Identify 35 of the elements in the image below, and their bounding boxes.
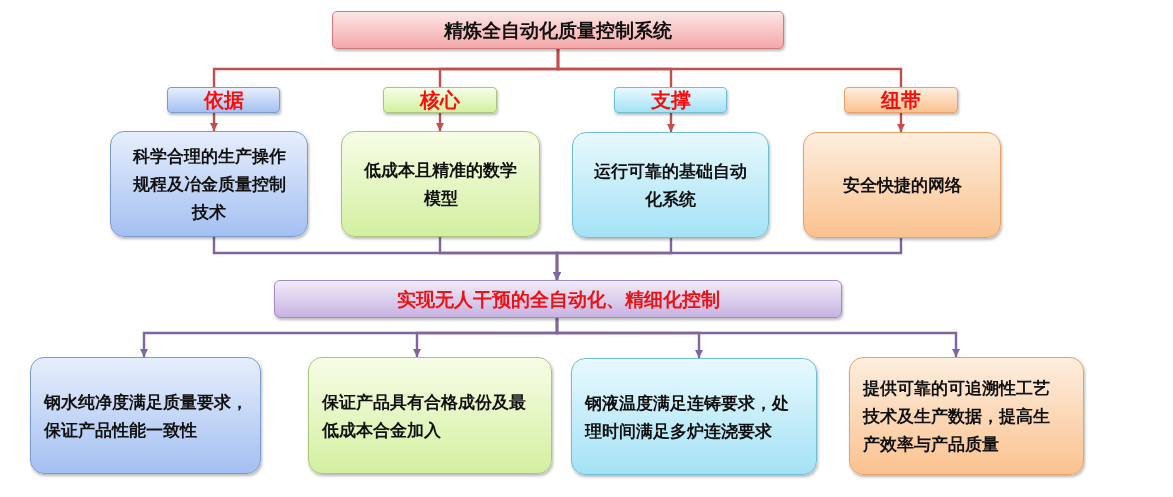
outcome-text: 提供可靠的可追溯性工艺技术及生产数据，提高生产效率与产品质量 [863, 377, 1051, 456]
arrow [210, 113, 218, 131]
description-text: 科学合理的生产操作规程及冶金质量控制技术 [131, 145, 287, 224]
arrow [436, 113, 444, 131]
description-card [341, 131, 540, 237]
arrow [555, 318, 960, 357]
arrow [553, 238, 903, 280]
description-card [110, 131, 308, 237]
description-text: 低成本且精准的数学模型 [363, 159, 518, 210]
title-banner [332, 11, 784, 49]
outcome-card [571, 358, 817, 475]
arrow [897, 113, 905, 132]
category-label: 纽带 [881, 88, 921, 112]
description-text: 运行可靠的基础自动化系统 [593, 160, 748, 211]
outcome-card [308, 357, 552, 474]
outcome-card [30, 357, 261, 474]
category-tab [844, 87, 958, 113]
arrow [667, 113, 675, 132]
category-tab [614, 87, 727, 113]
outcome-text: 钢水纯净度满足质量要求，保证产品性能一致性 [44, 390, 249, 442]
outcome-text: 钢液温度满足连铸要求，处理时间满足多炉连浇要求 [585, 391, 790, 443]
description-text: 安全快捷的网络 [841, 174, 963, 197]
category-label: 核心 [420, 88, 460, 112]
goal-banner [274, 280, 842, 318]
description-card [803, 132, 1001, 238]
category-label: 支撑 [650, 88, 691, 112]
category-label: 依据 [203, 88, 244, 112]
outcome-card [849, 357, 1084, 475]
goal-text: 实现无人干预的全自动化、精细化控制 [396, 287, 720, 311]
category-tab [383, 87, 497, 113]
title-text: 精炼全自动化质量控制系统 [444, 18, 672, 42]
connector-line [556, 49, 903, 87]
category-tab [167, 87, 280, 113]
description-card [572, 132, 769, 238]
outcome-text: 保证产品具有合格成份及最低成本合金加入 [322, 390, 527, 442]
